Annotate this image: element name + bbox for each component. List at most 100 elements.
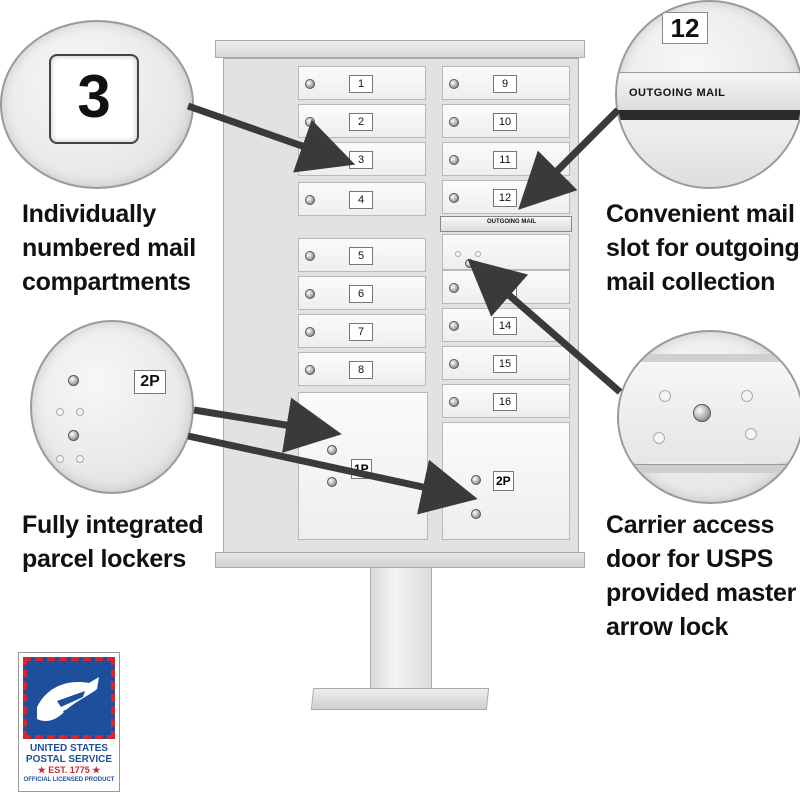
- parcel-lock-icon: [68, 430, 79, 441]
- carrier-lock-icon: [465, 259, 474, 268]
- compartment-number-label: 8: [349, 361, 373, 379]
- slot-lower-panel: [617, 120, 800, 187]
- parcel-2p-label: 2P: [493, 471, 514, 491]
- pedestal-base: [310, 688, 490, 710]
- slot-plate: OUTGOING MAIL: [617, 72, 800, 112]
- parcel-locker-2p[interactable]: 2P: [442, 422, 570, 540]
- feature-numbered-compartments: Individually numbered mail compartments: [22, 200, 196, 296]
- usps-line-1: UNITED STATES: [30, 743, 108, 754]
- carrier-rivet-icon: [659, 390, 671, 402]
- usps-text-block: UNITED STATES POSTAL SERVICE ★ EST. 1775…: [19, 743, 119, 785]
- usps-line-2: POSTAL SERVICE: [25, 754, 113, 765]
- parcel-dot-icon: [76, 455, 84, 463]
- number-plate: 3: [49, 54, 139, 144]
- compartment-lock-icon: [449, 117, 459, 127]
- compartment-number-label: 14: [493, 317, 517, 335]
- parcel-zoom-label-text: 2P: [140, 373, 160, 390]
- compartment-number-label: 15: [493, 355, 517, 373]
- mail-compartment-door[interactable]: 5: [298, 238, 426, 272]
- carrier-rivet-icon: [475, 251, 481, 257]
- carrier-panel-bottom: [619, 464, 800, 473]
- mail-compartment-door[interactable]: 10: [442, 104, 570, 138]
- compartment-number-label: 9: [493, 75, 517, 93]
- cbu-top-cap: [215, 40, 585, 58]
- eagle-icon: [37, 677, 99, 721]
- slot-plate-text: OUTGOING MAIL: [629, 87, 726, 99]
- compartment-lock-icon: [449, 155, 459, 165]
- usps-stamp-frame: [23, 657, 115, 739]
- carrier-access-door[interactable]: [442, 234, 570, 270]
- parcel-locker-1p[interactable]: 1P: [298, 392, 428, 540]
- mail-compartment-door[interactable]: 7: [298, 314, 426, 348]
- carrier-rivet-icon: [455, 251, 461, 257]
- usps-line-4: OFFICIAL LICENSED PRODUCT: [23, 777, 115, 783]
- number-plate-label: 3: [77, 63, 111, 130]
- parcel-lock-icon: [68, 375, 79, 386]
- arrow-lock-icon: [693, 404, 711, 422]
- parcel-1p-label: 1P: [351, 459, 372, 479]
- mail-compartment-door[interactable]: 15: [442, 346, 570, 380]
- feature-carrier-door: Carrier access door for USPS provided ma…: [606, 511, 797, 641]
- usps-line-3: ★ EST. 1775 ★: [37, 765, 101, 775]
- compartment-number-label: 11: [493, 151, 517, 169]
- mail-compartment-door[interactable]: 12: [442, 180, 570, 214]
- compartment-lock-icon: [449, 193, 459, 203]
- mail-compartment-door[interactable]: 16: [442, 384, 570, 418]
- compartment-number-label: 7: [349, 323, 373, 341]
- zoom-circle-carrier-lock: [617, 330, 800, 504]
- slot-opening: [617, 110, 800, 120]
- compartment-lock-icon: [449, 321, 459, 331]
- carrier-rivet-icon: [741, 390, 753, 402]
- mail-compartment-door[interactable]: 8: [298, 352, 426, 386]
- compartment-lock-icon: [305, 251, 315, 261]
- parcel-zoom-label: 2P: [134, 370, 166, 394]
- compartment-lock-icon: [305, 195, 315, 205]
- mail-compartment-door[interactable]: 11: [442, 142, 570, 176]
- cbu-base-trim: [215, 552, 585, 568]
- zoom-circle-number: 3: [0, 20, 194, 189]
- slot-number-tag: 12: [662, 12, 708, 44]
- mail-compartment-door[interactable]: 4: [298, 182, 426, 216]
- compartment-lock-icon: [449, 79, 459, 89]
- mail-compartment-door[interactable]: 13: [442, 270, 570, 304]
- carrier-rivet-icon: [653, 432, 665, 444]
- mail-compartment-door[interactable]: 9: [442, 66, 570, 100]
- compartment-lock-icon: [305, 365, 315, 375]
- compartment-lock-icon: [449, 283, 459, 293]
- compartment-number-label: 13: [493, 279, 517, 297]
- compartment-lock-icon: [305, 155, 315, 165]
- parcel-dot-icon: [76, 408, 84, 416]
- feature-parcel-lockers: Fully integrated parcel lockers: [22, 511, 204, 573]
- mail-compartment-door[interactable]: 2: [298, 104, 426, 138]
- outgoing-slot-label: OUTGOING MAIL: [487, 219, 536, 225]
- compartment-number-label: 6: [349, 285, 373, 303]
- usps-logo: UNITED STATES POSTAL SERVICE ★ EST. 1775…: [18, 652, 120, 792]
- parcel-lock-icon: [327, 445, 337, 455]
- slot-number-label: 12: [670, 13, 700, 43]
- mail-compartment-door[interactable]: 1: [298, 66, 426, 100]
- compartment-number-label: 4: [349, 191, 373, 209]
- compartment-number-label: 3: [349, 151, 373, 169]
- compartment-number-label: 16: [493, 393, 517, 411]
- mail-compartment-door[interactable]: 3: [298, 142, 426, 176]
- compartment-lock-icon: [305, 289, 315, 299]
- mail-compartment-door[interactable]: 14: [442, 308, 570, 342]
- parcel-2p-text: 2P: [496, 474, 511, 488]
- carrier-rivet-icon: [745, 428, 757, 440]
- zoom-circle-slot: 12 OUTGOING MAIL: [615, 0, 800, 189]
- zoom-circle-parcel: 2P: [30, 320, 194, 494]
- parcel-dot-icon: [56, 455, 64, 463]
- pedestal-post: [370, 568, 432, 688]
- outgoing-slot[interactable]: OUTGOING MAIL: [440, 216, 572, 232]
- feature-mail-slot: Convenient mail slot for outgoing mail c…: [606, 200, 800, 296]
- compartment-lock-icon: [305, 327, 315, 337]
- parcel-1p-text: 1P: [354, 462, 369, 476]
- compartment-number-label: 12: [493, 189, 517, 207]
- compartment-lock-icon: [305, 117, 315, 127]
- compartment-number-label: 10: [493, 113, 517, 131]
- parcel-lock-icon: [327, 477, 337, 487]
- compartment-number-label: 2: [349, 113, 373, 131]
- parcel-lock-icon: [471, 475, 481, 485]
- mail-compartment-door[interactable]: 6: [298, 276, 426, 310]
- compartment-lock-icon: [305, 79, 315, 89]
